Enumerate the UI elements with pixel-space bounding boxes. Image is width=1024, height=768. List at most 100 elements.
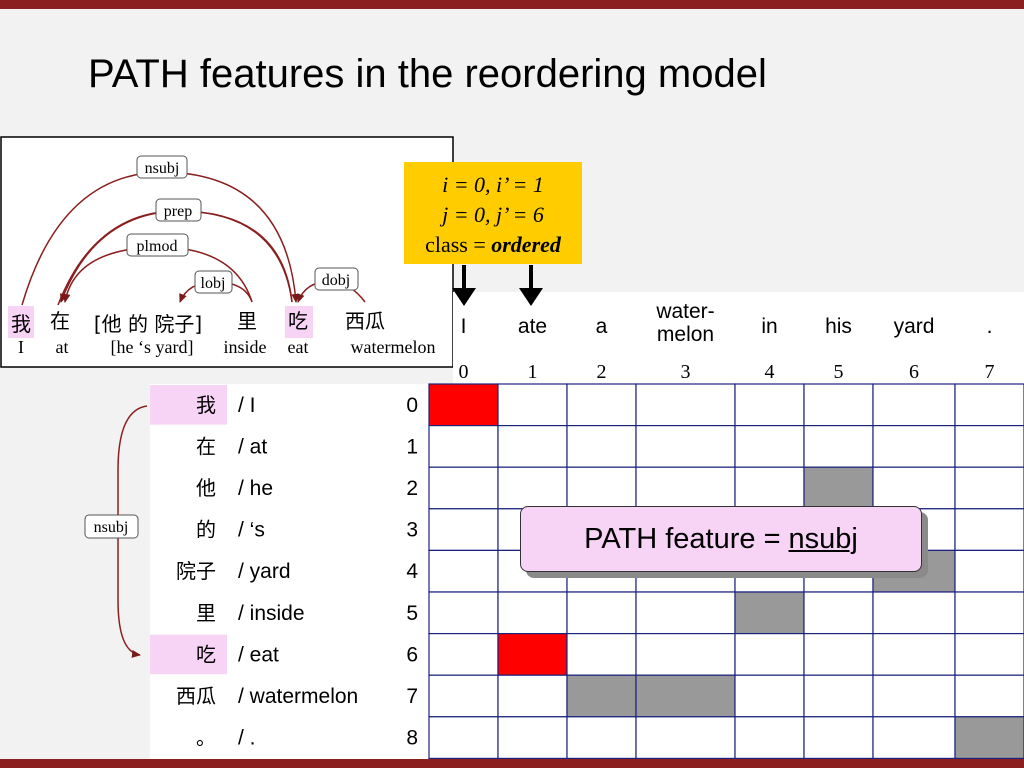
info-line-class: class = ordered <box>404 230 582 260</box>
grid-cell <box>872 591 956 635</box>
path-feature-box: PATH feature = nsubj <box>520 506 922 572</box>
tree-word-en: [he ‘s yard] <box>111 337 194 357</box>
tree-word-zh: 里 <box>237 309 257 333</box>
grid-cell <box>566 632 637 676</box>
grid-cell <box>954 383 1024 427</box>
tree-word-zh: 吃 <box>288 309 308 333</box>
row-word-zh: 的 <box>196 518 216 542</box>
path-arc-nsubj <box>117 405 148 658</box>
label-lobj: lobj <box>201 275 226 292</box>
column-index: 7 <box>985 361 995 383</box>
grid-cell <box>497 425 568 468</box>
grid-cell <box>566 425 637 468</box>
grid-cell <box>497 383 568 427</box>
label-prep: prep <box>164 203 192 220</box>
grid-cell <box>803 425 874 468</box>
grid-cell <box>428 508 499 551</box>
grid-cell <box>635 632 736 676</box>
grid-cell <box>803 632 874 676</box>
grid-cell <box>872 674 956 718</box>
row-word-zh: 在 <box>196 434 216 458</box>
column-index: 5 <box>834 361 844 383</box>
path-label-box <box>84 514 139 539</box>
grid-cell <box>497 591 568 635</box>
grid-cell <box>954 466 1024 510</box>
info-class-prefix: class = <box>425 232 492 257</box>
arrow-i-icon <box>452 288 476 306</box>
grid-cell <box>803 466 874 510</box>
arrow-j-icon <box>519 288 543 306</box>
row-index: 6 <box>406 643 418 666</box>
dependency-tree-panel <box>0 136 454 368</box>
grid-cell <box>954 674 1024 718</box>
info-line-j: j = 0, j’ = 6 <box>442 202 544 227</box>
row-word-zh: 。 <box>196 726 216 750</box>
grid-cell <box>734 632 805 676</box>
grid-cell <box>566 383 637 427</box>
grid-cell <box>428 716 499 759</box>
grid-cell <box>803 716 874 759</box>
column-index: 0 <box>459 361 469 383</box>
info-line-i: i = 0, i’ = 1 <box>442 172 544 197</box>
column-index: 1 <box>528 361 538 383</box>
label-box-plmod <box>126 233 189 257</box>
column-word: yard <box>894 315 935 338</box>
row-highlight <box>150 385 227 425</box>
grid-cell <box>954 591 1024 635</box>
grid-header-bg <box>453 292 1024 384</box>
row-word-en: / he <box>238 477 273 500</box>
row-word-zh: 里 <box>196 601 216 625</box>
grid-cell <box>954 425 1024 468</box>
grid-cell <box>428 383 499 427</box>
row-word-zh: 院子 <box>176 559 216 583</box>
tree-word-en: watermelon <box>351 337 436 357</box>
grid-cell <box>872 383 956 427</box>
tree-word-zh: 西瓜 <box>345 309 385 333</box>
column-index: 2 <box>597 361 607 383</box>
grid-cell <box>872 425 956 468</box>
word-highlight-wo <box>8 306 34 338</box>
grid-cell <box>635 383 736 427</box>
grid-cell <box>872 466 956 510</box>
grid-cell <box>954 632 1024 676</box>
grid-cell <box>428 425 499 468</box>
row-index: 4 <box>406 560 418 583</box>
label-box-lobj <box>194 270 233 294</box>
word-highlight-chi <box>285 306 313 338</box>
label-box-nsubj <box>136 155 188 179</box>
column-word: a <box>596 315 608 338</box>
grid-cell <box>734 466 805 510</box>
tree-word-zh: [他 的 院子] <box>94 312 202 336</box>
grid-cell <box>872 716 956 759</box>
grid-cell <box>566 674 637 718</box>
grid-cell <box>497 466 568 510</box>
grid-cell <box>497 674 568 718</box>
label-box-prep <box>155 198 202 222</box>
row-word-zh: 吃 <box>196 642 216 666</box>
row-index: 7 <box>406 685 418 708</box>
grid-cell <box>428 549 499 593</box>
label-plmod: plmod <box>137 238 178 255</box>
row-index: 3 <box>406 519 418 542</box>
column-word: water-melon <box>655 300 714 346</box>
row-word-en: / eat <box>238 643 279 666</box>
row-word-zh: 西瓜 <box>176 684 216 708</box>
row-word-en: / watermelon <box>238 685 358 708</box>
grid-cell <box>734 674 805 718</box>
tree-word-zh: 在 <box>50 309 70 333</box>
row-index: 2 <box>406 477 418 500</box>
row-word-en: / inside <box>238 602 305 625</box>
label-dobj: dobj <box>322 272 350 289</box>
grid-cell <box>635 591 736 635</box>
top-border <box>0 0 1024 9</box>
column-word: his <box>825 315 852 338</box>
slide-title: PATH features in the reordering model <box>88 52 767 96</box>
column-index: 3 <box>681 361 691 383</box>
grid-cell <box>734 383 805 427</box>
row-word-en: / yard <box>238 560 291 583</box>
row-word-zh: 我 <box>196 393 216 417</box>
tree-word-en: eat <box>288 337 309 357</box>
row-index: 5 <box>406 602 418 625</box>
